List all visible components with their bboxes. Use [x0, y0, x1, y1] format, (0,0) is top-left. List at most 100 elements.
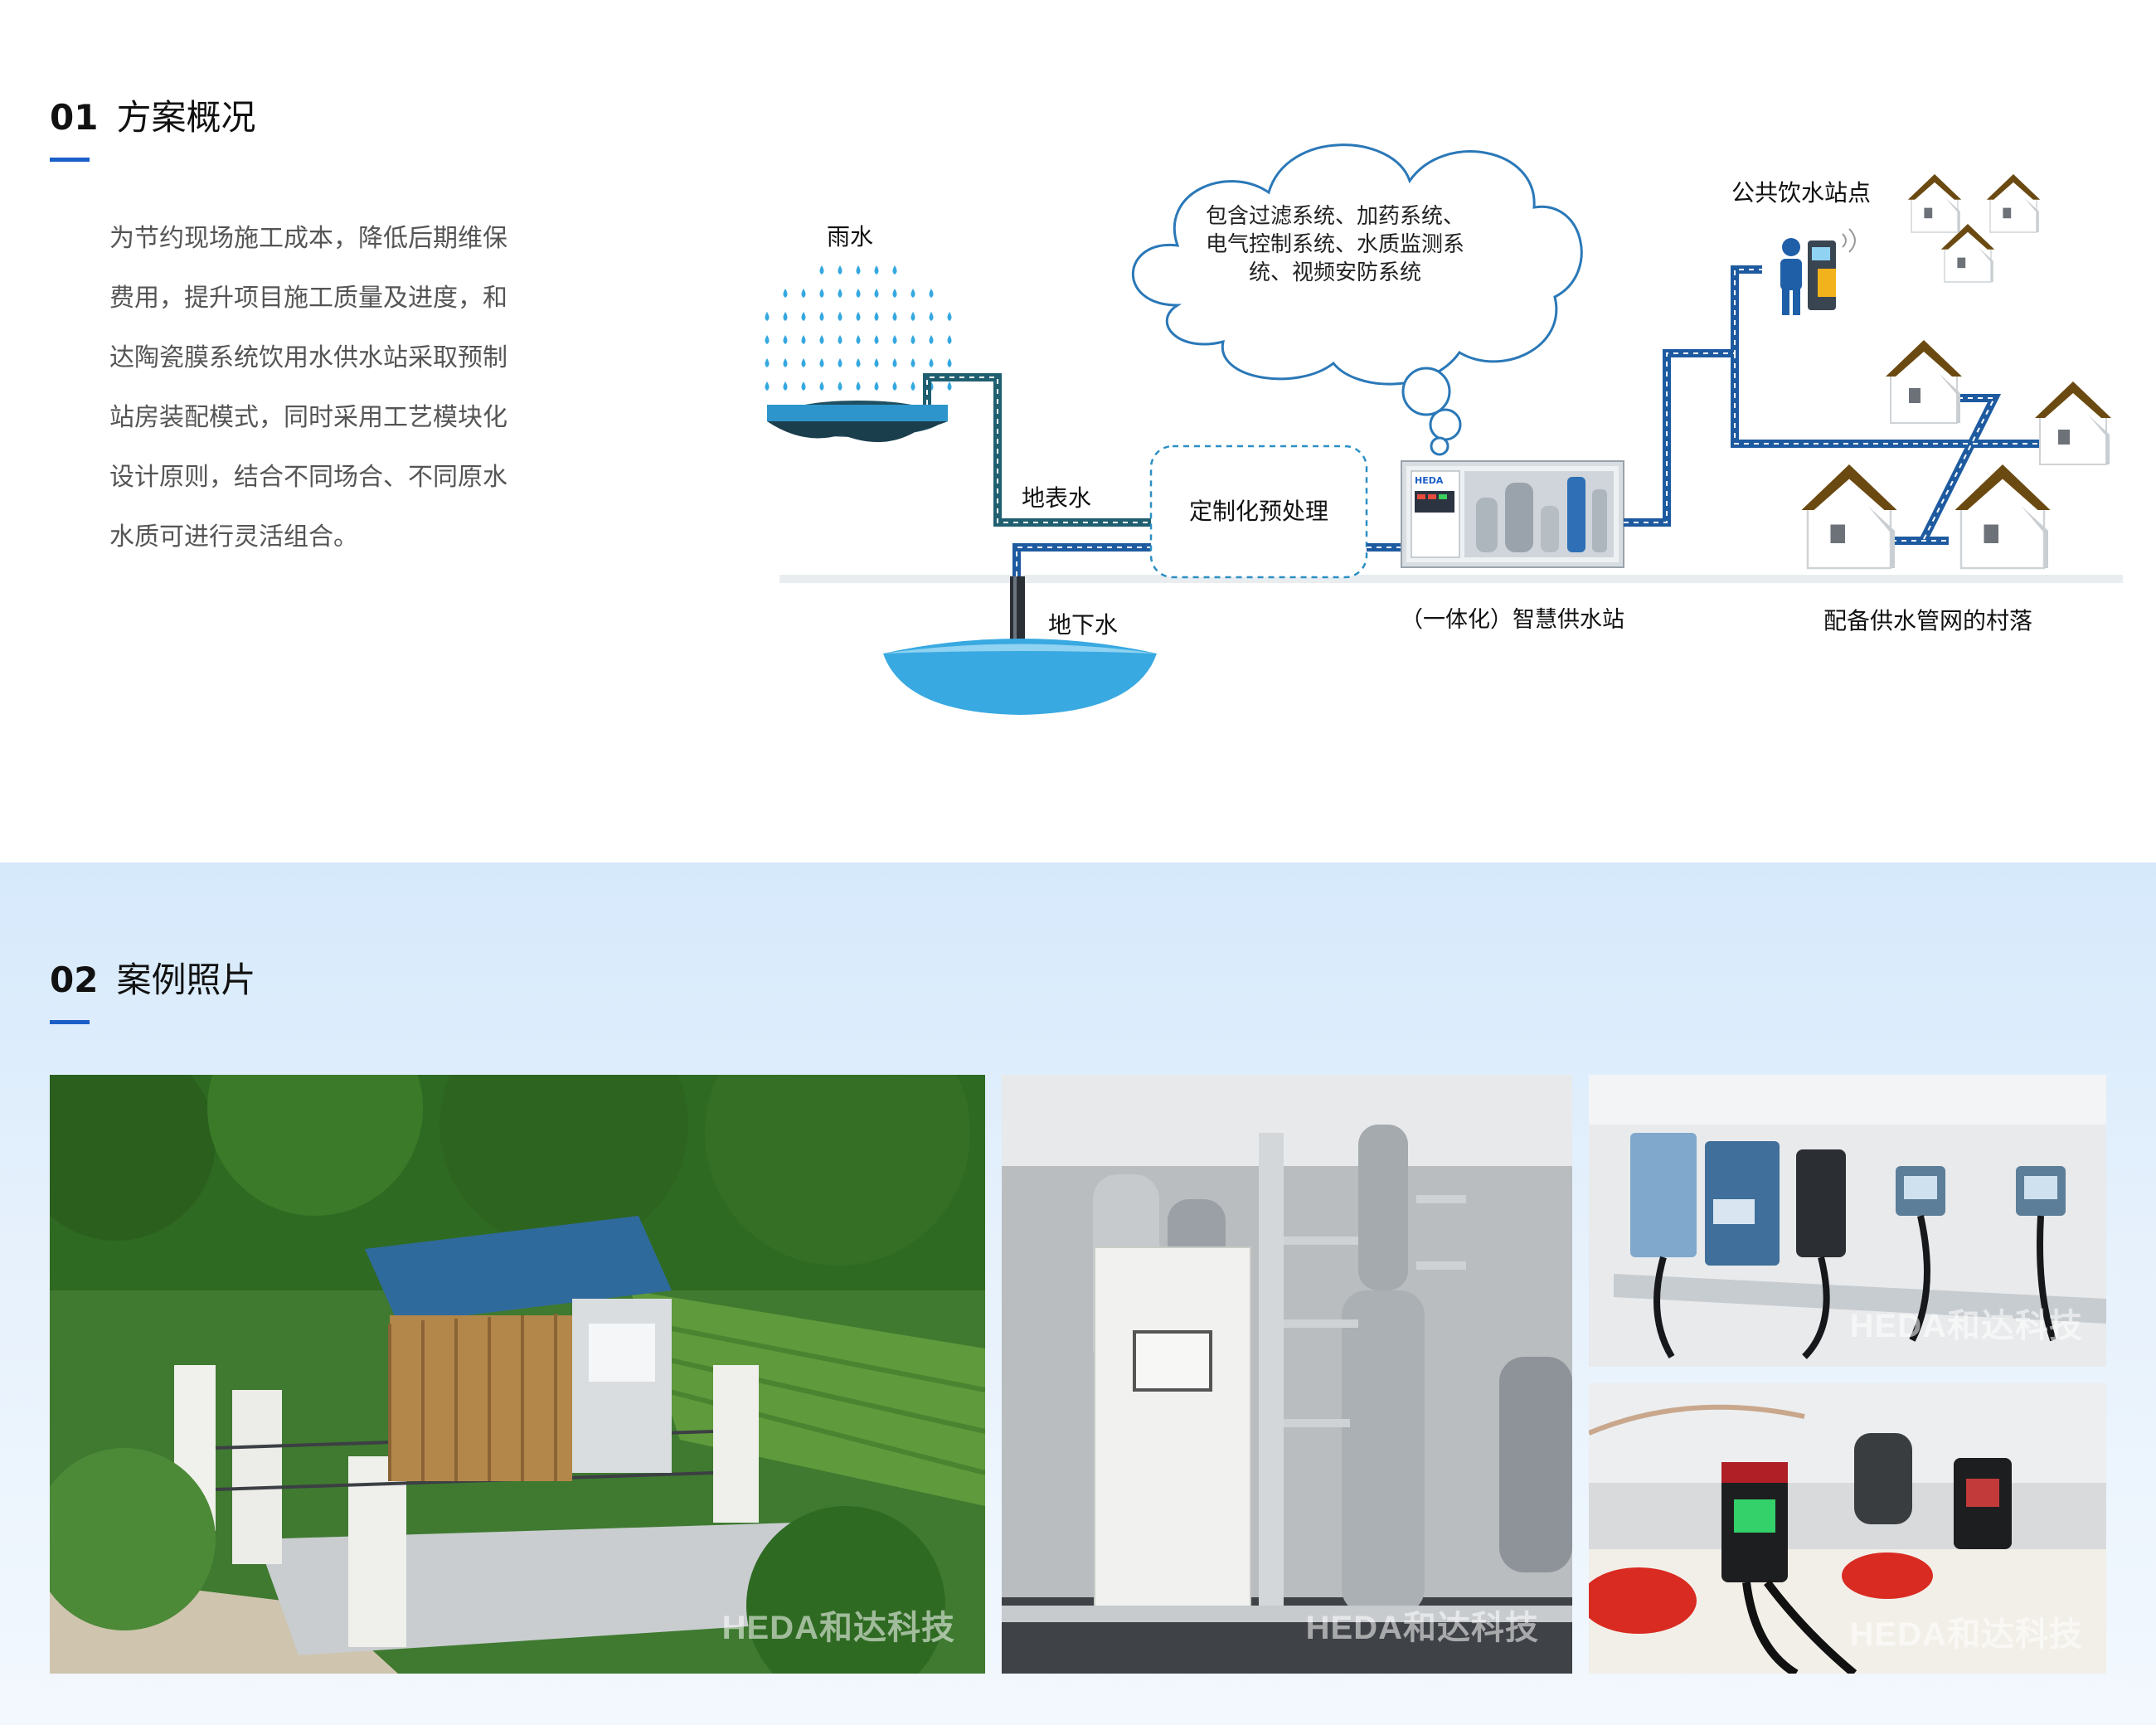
rain-drop	[838, 289, 842, 298]
rain-drop	[892, 335, 897, 344]
intro-line: 水质可进行灵活组合。	[109, 522, 358, 552]
rain-drop	[910, 358, 915, 367]
rain-drop	[892, 312, 897, 321]
intro-line: 站房装配模式，同时采用工艺模块化	[109, 403, 507, 432]
rain-drop	[856, 358, 861, 367]
public-station-label: 公共饮水站点	[1731, 179, 1871, 207]
rain-drop	[947, 358, 952, 367]
intro-line: 费用，提升项目施工质量及进度，和	[109, 284, 507, 313]
rain-drop	[910, 335, 915, 344]
case-photo-hillside-station: HEDA和达科技	[50, 1075, 985, 1674]
rain-drop	[819, 312, 824, 321]
case-photo-monitoring-panel: HEDA和达科技	[1589, 1075, 2106, 1367]
watermark: HEDA和达科技	[721, 1610, 955, 1646]
photo-monitor-image	[1589, 1075, 2106, 1367]
rain-drop	[819, 335, 824, 344]
rain-drops	[765, 265, 952, 391]
rain-drop	[801, 289, 806, 298]
rain-drop	[838, 312, 842, 321]
intro-line: 设计原则，结合不同场合、不同原水	[109, 463, 507, 492]
section-title: 方案概况	[116, 97, 256, 138]
groundwater-pipe	[1012, 543, 1157, 576]
case-photo-equipment-room: HEDA和达科技	[1002, 1075, 1572, 1674]
rain-drop	[801, 381, 806, 391]
groundwater-pool	[883, 639, 1157, 715]
rain-drop	[874, 312, 879, 321]
house-icon	[2035, 381, 2111, 465]
surface-water-label: 地表水	[1022, 484, 1091, 512]
surface-water-pool	[767, 401, 948, 443]
watermark: HEDA和达科技	[1849, 1616, 2083, 1653]
cloud-bubble	[1131, 143, 1583, 386]
rain-drop	[783, 312, 788, 321]
rain-drop	[856, 265, 861, 275]
rain-drop	[783, 381, 788, 391]
case-photo-dosing-pumps: HEDA和达科技	[1589, 1383, 2106, 1674]
section-number: 01	[50, 97, 99, 138]
rain-drop	[819, 289, 824, 298]
house-icon	[1886, 340, 1962, 424]
rain-drop	[765, 312, 770, 321]
station-brand: HEDA	[1415, 475, 1444, 486]
rain-drop	[765, 358, 770, 367]
photo-equipment-image	[1002, 1075, 1572, 1674]
rain-drop	[819, 381, 824, 391]
signal-icon	[1842, 228, 1856, 253]
rain-drop	[765, 381, 770, 391]
ground-line	[779, 575, 2123, 583]
rain-drop	[892, 289, 897, 298]
rain-drop	[892, 265, 897, 275]
rain-drop	[801, 335, 806, 344]
photo-hillside-image	[50, 1075, 985, 1674]
title-underline	[50, 1020, 90, 1024]
pretreatment-label: 定制化预处理	[1189, 498, 1328, 525]
section-overview: 01 方案概况 为节约现场施工成本，降低后期维保 费用，提升项目施工质量及进度，…	[0, 0, 2156, 862]
pretreatment-box	[1149, 445, 1368, 579]
rain-drop	[856, 335, 861, 344]
section-number: 02	[50, 960, 99, 1000]
section-case-photos: 02 案例照片 HEDA和达科技	[0, 862, 2156, 1725]
house-icon	[1940, 224, 1995, 283]
rain-drop	[874, 335, 879, 344]
rain-label: 雨水	[827, 223, 873, 250]
rain-drop	[929, 289, 934, 298]
surface-water-pipe	[923, 373, 1157, 527]
rain-drop	[929, 358, 934, 367]
rain-drop	[765, 335, 770, 344]
rain-drop	[874, 381, 879, 391]
watermark: HEDA和达科技	[1849, 1308, 2083, 1344]
title-underline	[50, 158, 90, 162]
rain-drop	[874, 358, 879, 367]
rain-drop	[838, 381, 842, 391]
thought-bubble-medium	[1429, 408, 1462, 441]
smart-water-station: HEDA	[1401, 460, 1624, 568]
rain-drop	[929, 335, 934, 344]
rain-drop	[783, 289, 788, 298]
station-label: （一体化）智慧供水站	[1401, 607, 1624, 633]
rain-drop	[947, 335, 952, 344]
section-heading-photos: 02 案例照片	[50, 952, 255, 1003]
rain-drop	[892, 358, 897, 367]
house-icon	[1801, 464, 1897, 570]
rain-drop	[838, 358, 842, 367]
rain-drop	[910, 312, 915, 321]
thought-bubble-small	[1430, 436, 1449, 456]
intro-line: 达陶瓷膜系统饮用水供水站采取预制	[109, 343, 507, 372]
cloud-text-line: 包含过滤系统、加药系统、	[1206, 204, 1464, 229]
rain-drop	[874, 289, 879, 298]
village-label: 配备供水管网的村落	[1823, 607, 2032, 634]
rain-drop	[838, 265, 842, 275]
rain-drop	[947, 312, 952, 321]
house-icon	[1954, 464, 2051, 570]
house-icon	[1907, 174, 1962, 233]
rain-drop	[819, 358, 824, 367]
rain-drop	[892, 381, 897, 391]
section-heading-overview: 01 方案概况	[50, 90, 255, 140]
house-icon	[1986, 174, 2041, 233]
rain-drop	[947, 381, 952, 391]
rain-drop	[910, 289, 915, 298]
rain-drop	[819, 265, 824, 275]
rain-drop	[783, 358, 788, 367]
village-houses	[1801, 174, 2111, 570]
rain-drop	[910, 381, 915, 391]
